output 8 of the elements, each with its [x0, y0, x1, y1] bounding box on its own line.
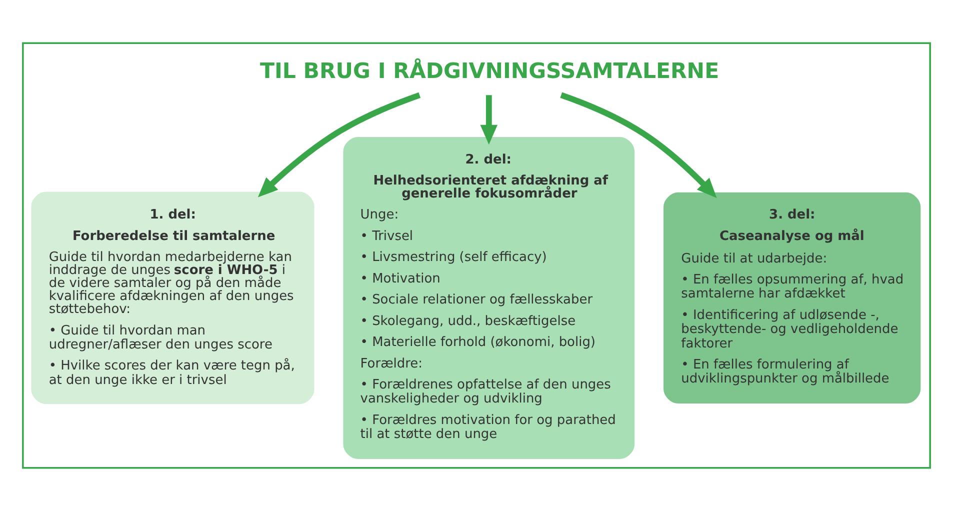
node-box: 1. del: Forberedelse til samtalerne Guide til hvordan medarbejderne kan inddrage de unges score i WHO-5 i de videre samtaler og på den måde kvalificere afdækningen af den unges støttebehov: • Guide til hvordan man udregner/aflæser den unges score • Hvilke scores der kan være tegn på, at den unge ikke er i trivsel: [31, 192, 314, 404]
node-text: TIL BRUG I RÅDGIVNINGSSAMTALERNE: [260, 58, 720, 84]
arrow: [258, 92, 421, 198]
arrow: [480, 95, 498, 145]
node-box: 2. del: Helhedsorienteret afdækning af generelle fokusområder Unge: • Trivsel • Livsmestring (self efficacy) • Motivation • Sociale relationer og fællesskaber • Skolegang, udd., beskæftigelse • Materielle forhold (økonomi, bolig) Forældre: • Forældrenes opfattelse af den unges vanskeligheder og udvikling • Forældres motivation for og parathed til at støtte den unge: [343, 136, 635, 459]
cluster: [22, 42, 931, 469]
arrow: [560, 92, 717, 198]
node-box: 3. del: Caseanalyse og mål Guide til at udarbejde: • En fælles opsummering af, hvad samtalerne har afdækket • Identificering af udløsende -, beskyttende- og vedligeholdende faktorer • En fælles formulering af udviklingspunkter og målbillede: [663, 192, 921, 404]
